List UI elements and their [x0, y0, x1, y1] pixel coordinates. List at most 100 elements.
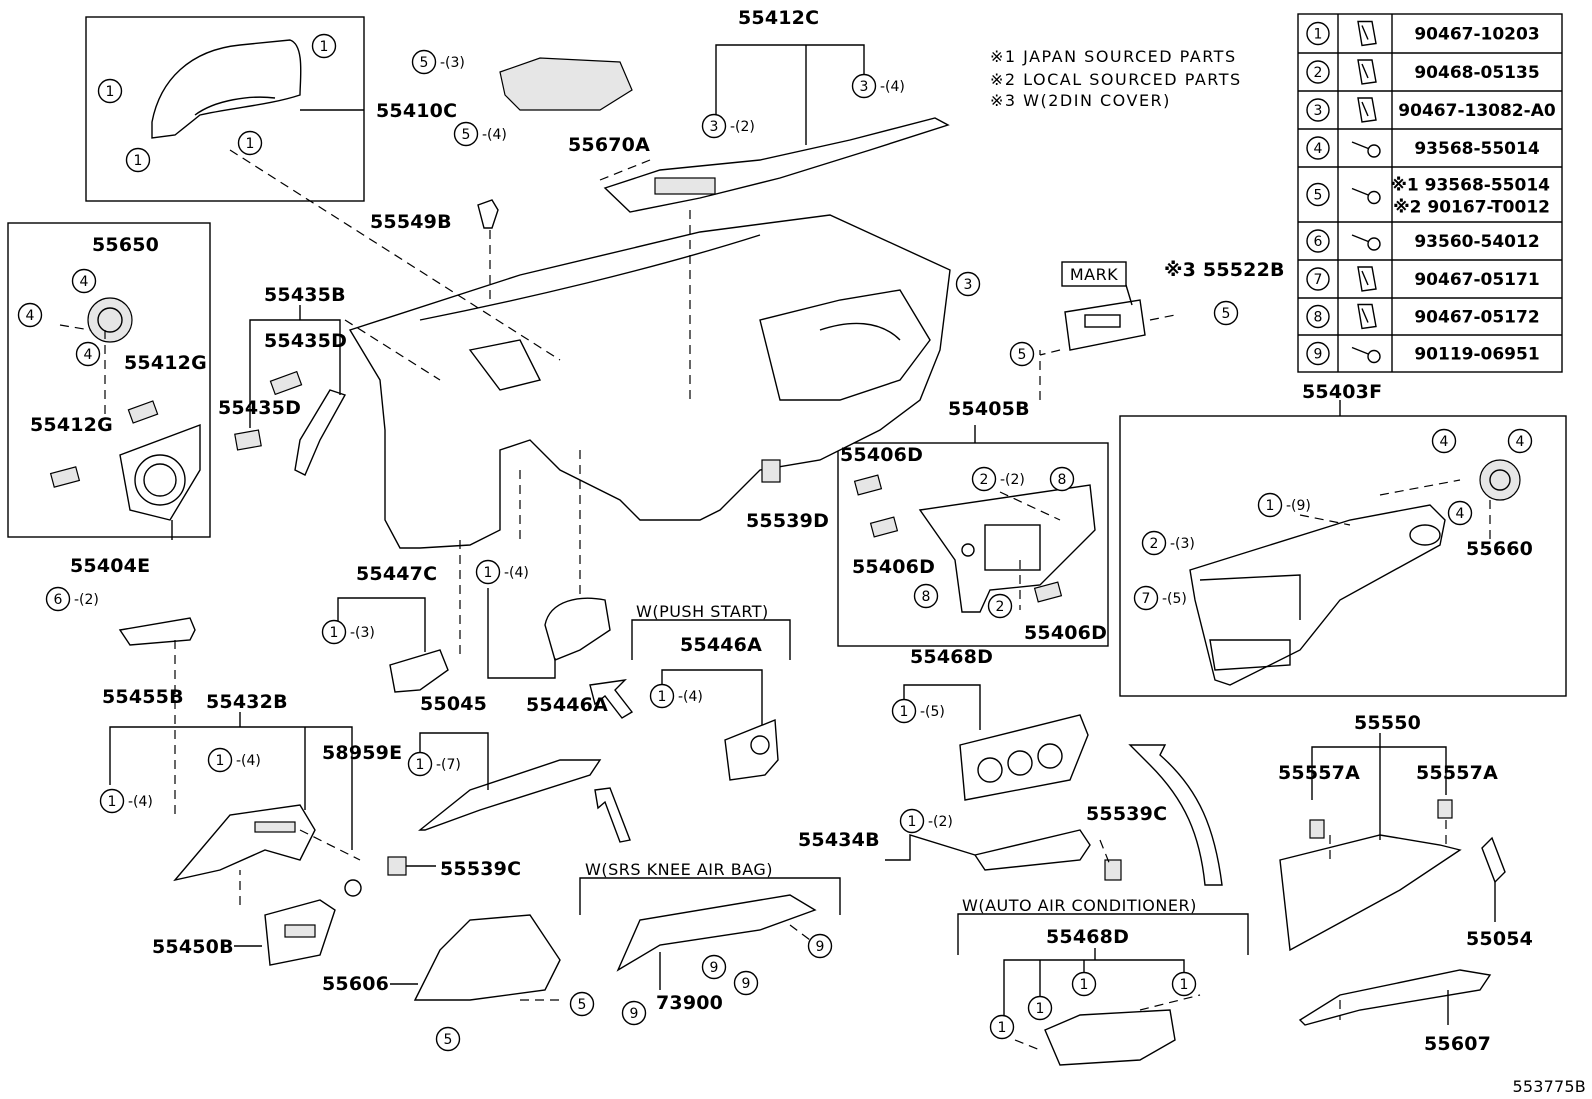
- push-start-frame: [631, 619, 791, 660]
- callout-number: 3: [964, 277, 973, 293]
- callout-5: 5-(4): [453, 121, 507, 147]
- left-vent-group-frame: [7, 222, 211, 538]
- callout-circle: [1027, 995, 1053, 1021]
- callout-number: 6: [54, 592, 63, 608]
- knee-airbag-frame: [579, 877, 841, 915]
- row-part-number: 93560-54012: [1414, 232, 1539, 252]
- auto-ac-frame: [957, 913, 1249, 955]
- callout-1: 1: [1027, 995, 1053, 1021]
- part-label-55406D-c: 55406D: [1024, 622, 1107, 644]
- bracket-55455b-shape: [118, 617, 196, 646]
- part-label-55412G-a: 55412G: [124, 352, 207, 374]
- arrow-push-start: [589, 679, 634, 719]
- row-key: 6: [1314, 234, 1323, 250]
- callout-circle: [1507, 428, 1533, 454]
- callout-circle: [207, 747, 233, 773]
- callout-1: 1-(3): [321, 619, 375, 645]
- callout-quantity: -(3): [350, 625, 375, 641]
- row-part-number: 90468-05135: [1414, 63, 1539, 83]
- callout-number: 1: [1080, 977, 1089, 993]
- notes-block: ※1 JAPAN SOURCED PARTS ※2 LOCAL SOURCED …: [990, 47, 1240, 110]
- callout-quantity: -(4): [504, 565, 529, 581]
- callout-circle: [75, 341, 101, 367]
- caption-auto-ac: W(AUTO AIR CONDITIONER): [962, 896, 1197, 915]
- callout-number: 1: [484, 565, 493, 581]
- part-label-55406D-b: 55406D: [852, 556, 935, 578]
- note-japan-sourced: ※1 JAPAN SOURCED PARTS: [990, 47, 1237, 66]
- callout-circle: [621, 1000, 647, 1026]
- clip-55539c-a-shape: [387, 856, 407, 876]
- callout-1: 1-(4): [649, 683, 703, 709]
- part-label-55404E: 55404E: [70, 555, 150, 577]
- part-label-55539D: 55539D: [746, 510, 829, 532]
- callout-circle: [701, 113, 727, 139]
- part-label-55405B: 55405B: [948, 398, 1030, 420]
- part-label-55450B: 55450B: [152, 936, 234, 958]
- vent-55650-shape: [87, 297, 133, 343]
- dashboard-panel-shape: [348, 214, 951, 549]
- callout-number: 3: [860, 79, 869, 95]
- callout-2: 2-(2): [971, 466, 1025, 492]
- callout-circle: [913, 583, 939, 609]
- part-label-55447C: 55447C: [356, 563, 437, 585]
- callout-circle: [45, 586, 71, 612]
- callout-circle: [899, 808, 925, 834]
- callout-5: 5-(3): [411, 49, 465, 75]
- callout-quantity: -(3): [1170, 536, 1195, 552]
- part-label-55410C: 55410C: [376, 100, 457, 122]
- row-key-circle: [1306, 182, 1330, 207]
- meter-hood-shape: [151, 39, 302, 139]
- callout-quantity: -(9): [1286, 498, 1311, 514]
- callout-circle: [989, 1014, 1015, 1040]
- callout-quantity: -(5): [920, 704, 945, 720]
- callout-5: 5: [435, 1026, 461, 1052]
- auto-ac-panel-55468d-shape: [1044, 1009, 1176, 1066]
- callout-circle: [955, 271, 981, 297]
- callout-1: 1: [1071, 971, 1097, 997]
- caption-push-start: W(PUSH START): [636, 602, 769, 621]
- callout-circle: [71, 268, 97, 294]
- callout-number: 1: [1266, 498, 1275, 514]
- part-label-73900: 73900: [656, 992, 723, 1014]
- callout-circle: [891, 698, 917, 724]
- ac-panel-55468d-shape: [959, 714, 1089, 801]
- part-label-55406D-a: 55406D: [840, 444, 923, 466]
- part-label-55412G-b: 55412G: [30, 414, 113, 436]
- callout-6: 6-(2): [45, 586, 99, 612]
- callout-1: 1-(4): [99, 788, 153, 814]
- callout-1: 1 -(4): [475, 559, 529, 585]
- part-number-labels: 55412C55410C55670A55549B5565055412G55412…: [30, 7, 1533, 1055]
- callout-number: 9: [742, 976, 751, 992]
- part-label-55432B: 55432B: [206, 691, 288, 713]
- vent-55660-shape: [1479, 459, 1521, 501]
- callout-number: 9: [710, 960, 719, 976]
- callout-circle: [1049, 466, 1075, 492]
- callout-quantity: -(2): [928, 814, 953, 830]
- part-label-55670A: 55670A: [568, 134, 650, 156]
- callout-circle: [1133, 585, 1159, 611]
- callout-2: 2: [987, 593, 1013, 619]
- callout-3: 3 -(4): [851, 73, 905, 99]
- table-row: 4 93568-55014: [1306, 136, 1540, 160]
- row-part-number: 90467-05172: [1414, 308, 1539, 328]
- fastener-icon: [1357, 266, 1377, 292]
- push-start-panel-shape: [724, 718, 779, 781]
- callout-number: 1: [216, 753, 225, 769]
- callout-9: 9: [733, 970, 759, 996]
- row-key: 4: [1314, 141, 1323, 157]
- row-key-circle: [1306, 60, 1330, 84]
- callout-circle: [807, 933, 833, 959]
- callout-quantity: -(4): [880, 79, 905, 95]
- fastener-icon: [1357, 20, 1377, 47]
- callout-5: 5: [1009, 341, 1035, 367]
- callout-number: 2: [996, 599, 1005, 615]
- switch-55670a-shape: [499, 57, 633, 111]
- row-part-number: 93568-55014: [1414, 139, 1540, 159]
- callout-4: 4: [17, 302, 43, 328]
- row-key: 1: [1314, 27, 1323, 43]
- callout-number: 2: [980, 472, 989, 488]
